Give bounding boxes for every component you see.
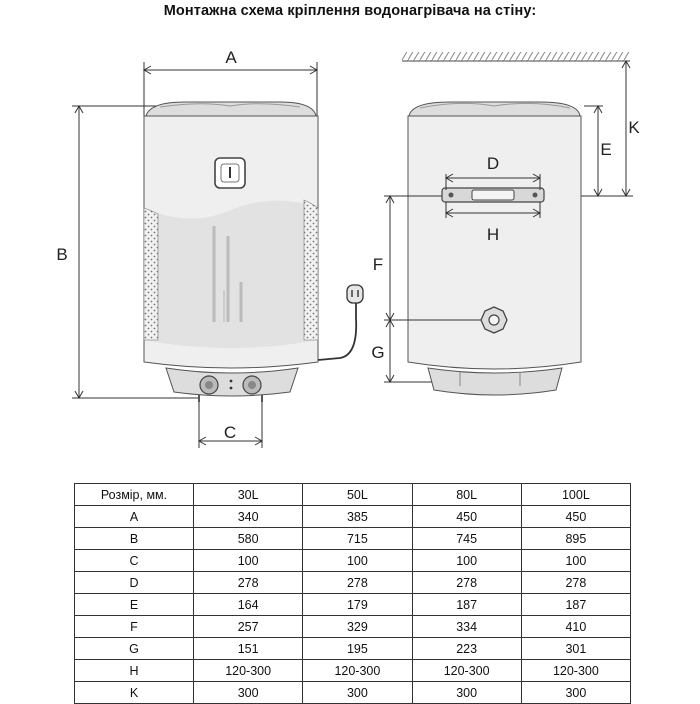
side-view: K E D bbox=[371, 52, 640, 396]
label-g: G bbox=[371, 343, 384, 362]
table-cell: G bbox=[74, 637, 194, 660]
dimensions-table: Розмір, мм. 30L 50L 80L 100L A 340 385 4… bbox=[74, 483, 632, 704]
table-cell: 385 bbox=[302, 505, 413, 528]
table-cell: 257 bbox=[192, 615, 304, 638]
label-h: H bbox=[487, 225, 499, 244]
table-cell: 120-300 bbox=[520, 659, 632, 682]
front-view: A B bbox=[56, 48, 364, 448]
label-f: F bbox=[373, 255, 383, 274]
table-cell: 100 bbox=[192, 549, 304, 572]
table-cell: 278 bbox=[192, 571, 304, 594]
table-cell: 450 bbox=[520, 505, 632, 528]
table-cell: 120-300 bbox=[302, 659, 413, 682]
table-cell: 300 bbox=[302, 681, 413, 704]
label-c: C bbox=[224, 423, 236, 442]
table-row: E 164 179 187 187 bbox=[74, 593, 632, 616]
table-row: G 151 195 223 301 bbox=[74, 637, 632, 660]
dimension-e bbox=[584, 104, 603, 198]
label-d: D bbox=[487, 154, 499, 173]
table-cell: D bbox=[74, 571, 194, 594]
dimension-f bbox=[384, 194, 442, 322]
table-row: C 100 100 100 100 bbox=[74, 549, 632, 572]
table-cell: 120-300 bbox=[411, 659, 522, 682]
table-cell: 223 bbox=[411, 637, 522, 660]
table-cell: C bbox=[74, 549, 194, 572]
wall-hatch bbox=[402, 52, 630, 61]
table-cell: 301 bbox=[520, 637, 632, 660]
label-k: K bbox=[628, 118, 640, 137]
table-row: B 580 715 745 895 bbox=[74, 527, 632, 550]
power-cord bbox=[317, 302, 358, 361]
table-cell: F bbox=[74, 615, 194, 638]
table-cell: 278 bbox=[411, 571, 522, 594]
table-cell: 340 bbox=[192, 505, 304, 528]
table-row: K 300 300 300 300 bbox=[74, 681, 632, 704]
table-row: H 120-300 120-300 120-300 120-300 bbox=[74, 659, 632, 682]
label-a: A bbox=[225, 48, 237, 67]
table-row: F 257 329 334 410 bbox=[74, 615, 632, 638]
label-e: E bbox=[600, 140, 611, 159]
table-cell: 187 bbox=[520, 593, 632, 616]
plug-icon bbox=[346, 284, 364, 304]
table-cell: 329 bbox=[302, 615, 413, 638]
table-cell: A bbox=[74, 505, 194, 528]
table-cell: E bbox=[74, 593, 194, 616]
header-cell: Розмір, мм. bbox=[74, 483, 194, 506]
table-cell: 187 bbox=[411, 593, 522, 616]
table-cell: 151 bbox=[192, 637, 304, 660]
table-cell: B bbox=[74, 527, 194, 550]
header-cell: 50L bbox=[302, 483, 413, 506]
label-b: B bbox=[56, 245, 67, 264]
table-cell: 895 bbox=[520, 527, 632, 550]
table-cell: 195 bbox=[302, 637, 413, 660]
table-cell: 278 bbox=[302, 571, 413, 594]
dimension-d bbox=[444, 173, 542, 190]
mounting-diagram: A B bbox=[56, 48, 640, 448]
table-cell: 715 bbox=[302, 527, 413, 550]
table-cell: 300 bbox=[192, 681, 304, 704]
table-row: A 340 385 450 450 bbox=[74, 505, 632, 528]
dimension-c bbox=[197, 402, 264, 448]
page-title: Монтажна схема кріплення водонагрівача н… bbox=[163, 3, 537, 19]
table-cell: H bbox=[74, 659, 194, 682]
valve-icon bbox=[480, 306, 508, 334]
table-cell: 120-300 bbox=[192, 659, 304, 682]
header-cell: 30L bbox=[192, 483, 304, 506]
table-cell: K bbox=[74, 681, 194, 704]
table-cell: 450 bbox=[411, 505, 522, 528]
table-row: D 278 278 278 278 bbox=[74, 571, 632, 594]
table-cell: 164 bbox=[192, 593, 304, 616]
table-cell: 100 bbox=[302, 549, 413, 572]
table-cell: 278 bbox=[520, 571, 632, 594]
dimension-g bbox=[384, 318, 432, 384]
dimension-b bbox=[72, 104, 200, 400]
table-header-row: Розмір, мм. 30L 50L 80L 100L bbox=[74, 483, 632, 506]
table-cell: 300 bbox=[520, 681, 632, 704]
table-cell: 179 bbox=[302, 593, 413, 616]
table-cell: 745 bbox=[411, 527, 522, 550]
table-cell: 410 bbox=[520, 615, 632, 638]
table-cell: 300 bbox=[411, 681, 522, 704]
table-cell: 100 bbox=[411, 549, 522, 572]
header-cell: 100L bbox=[520, 483, 632, 506]
dimension-a bbox=[142, 62, 319, 118]
table-cell: 100 bbox=[520, 549, 632, 572]
table-cell: 580 bbox=[192, 527, 304, 550]
dimension-h bbox=[444, 202, 542, 218]
header-cell: 80L bbox=[411, 483, 522, 506]
table-cell: 334 bbox=[411, 615, 522, 638]
